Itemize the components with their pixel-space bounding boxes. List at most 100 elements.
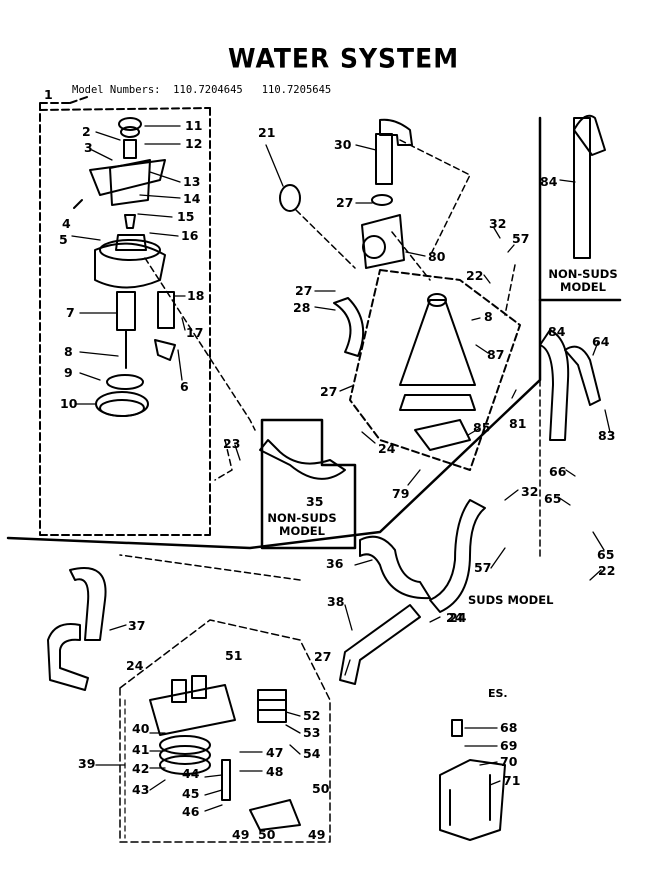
- non-suds-model-label: NON-SUDS MODEL: [548, 268, 618, 294]
- callout: 80: [428, 249, 446, 264]
- callout: 8: [64, 344, 73, 359]
- callout: 52: [303, 708, 321, 723]
- callout: 6: [180, 379, 189, 394]
- callout: 39: [78, 756, 96, 771]
- callout: 66: [549, 464, 567, 479]
- callout: 54: [303, 746, 321, 761]
- callout: 81: [509, 416, 527, 431]
- pump-assembly: [73, 117, 176, 417]
- callout: 10: [60, 396, 78, 411]
- callout: 51: [225, 648, 243, 663]
- callout: 13: [183, 174, 201, 189]
- water-valve-assembly: [149, 675, 301, 831]
- label-line: NON-SUDS: [267, 511, 337, 525]
- diagram-title: WATER SYSTEM: [228, 43, 460, 74]
- pump-assembly-outline: [39, 95, 211, 536]
- callout: 3: [84, 140, 93, 155]
- non-suds-model-label: NON-SUDS MODEL: [262, 512, 342, 538]
- callout: 43: [132, 782, 150, 797]
- sump-assembly: [349, 269, 521, 471]
- callout: 50: [312, 781, 330, 796]
- callout: 44: [182, 766, 200, 781]
- callout: 32: [521, 484, 539, 499]
- callout: 79: [392, 486, 410, 501]
- callout: 28: [293, 300, 311, 315]
- callout: 32: [489, 216, 507, 231]
- callout: 48: [266, 764, 284, 779]
- callout: 1: [44, 87, 53, 102]
- callout: 46: [182, 804, 200, 819]
- callout: 2: [82, 124, 91, 139]
- suds-model-label: SUDS MODEL: [468, 593, 554, 607]
- callout: 47: [266, 745, 284, 760]
- callout: 30: [334, 137, 352, 152]
- callout: 21: [258, 125, 276, 140]
- callout: 42: [132, 761, 150, 776]
- callout: 41: [132, 742, 150, 757]
- callout: 45: [182, 786, 200, 801]
- callout: 64: [592, 334, 610, 349]
- callout: 23: [223, 436, 241, 451]
- callout: 17: [186, 325, 204, 340]
- callout: 68: [500, 720, 518, 735]
- leader-lines-right: [95, 144, 611, 812]
- callout: 37: [128, 618, 146, 633]
- callout: 57: [474, 560, 492, 575]
- callout: 71: [503, 773, 521, 788]
- model-numbers-label: Model Numbers:: [72, 84, 161, 96]
- callout: 27: [320, 384, 338, 399]
- callout: 69: [500, 738, 518, 753]
- callout: 50: [258, 827, 276, 842]
- callout: 40: [132, 721, 150, 736]
- label-line: MODEL: [560, 280, 606, 294]
- callout: 84: [548, 324, 566, 339]
- callout: 22: [598, 563, 616, 578]
- callout: 27: [314, 649, 332, 664]
- callout: 53: [303, 725, 321, 740]
- callout: 15: [177, 209, 195, 224]
- callout: 16: [181, 228, 199, 243]
- callout: 49: [308, 827, 326, 842]
- callout: 12: [185, 136, 203, 151]
- callout: 49: [232, 827, 250, 842]
- callout: 65: [544, 491, 562, 506]
- callout: 4: [62, 216, 71, 231]
- callout: 24: [378, 441, 396, 456]
- callout: 9: [64, 365, 73, 380]
- callout: 24: [449, 610, 467, 625]
- callout: 14: [183, 191, 201, 206]
- callout: 22: [466, 268, 484, 283]
- es-label: ES.: [488, 687, 508, 700]
- callout: 8: [484, 309, 493, 324]
- callout: 24: [446, 610, 464, 625]
- callout: 27: [295, 283, 313, 298]
- callout: 36: [326, 556, 344, 571]
- callout: 83: [598, 428, 616, 443]
- callout: 84: [540, 174, 558, 189]
- callout: 35: [306, 494, 324, 509]
- model-number: 110.7205645: [261, 84, 332, 96]
- callout: 65: [597, 547, 615, 562]
- callout: 5: [59, 232, 68, 247]
- dashed-routes: [119, 139, 516, 581]
- model-numbers-line: Model Numbers: 110.7204645 110.7205645: [72, 84, 331, 96]
- callout: 70: [500, 754, 518, 769]
- callout: 85: [473, 420, 491, 435]
- callout: 38: [327, 594, 345, 609]
- callout: 18: [187, 288, 205, 303]
- label-line: NON-SUDS: [548, 267, 618, 281]
- es-bracket: [439, 719, 506, 841]
- hoses: [47, 114, 606, 691]
- label-line: MODEL: [279, 524, 325, 538]
- callout: 24: [126, 658, 144, 673]
- callout: 87: [487, 347, 505, 362]
- callout: 27: [336, 195, 354, 210]
- leader-lines-left: [71, 125, 186, 405]
- callout: 7: [66, 305, 75, 320]
- callout: 11: [185, 118, 203, 133]
- model-number: 110.7204645: [173, 84, 243, 96]
- non-suds-box: [260, 418, 357, 550]
- section-divider: [6, 116, 542, 550]
